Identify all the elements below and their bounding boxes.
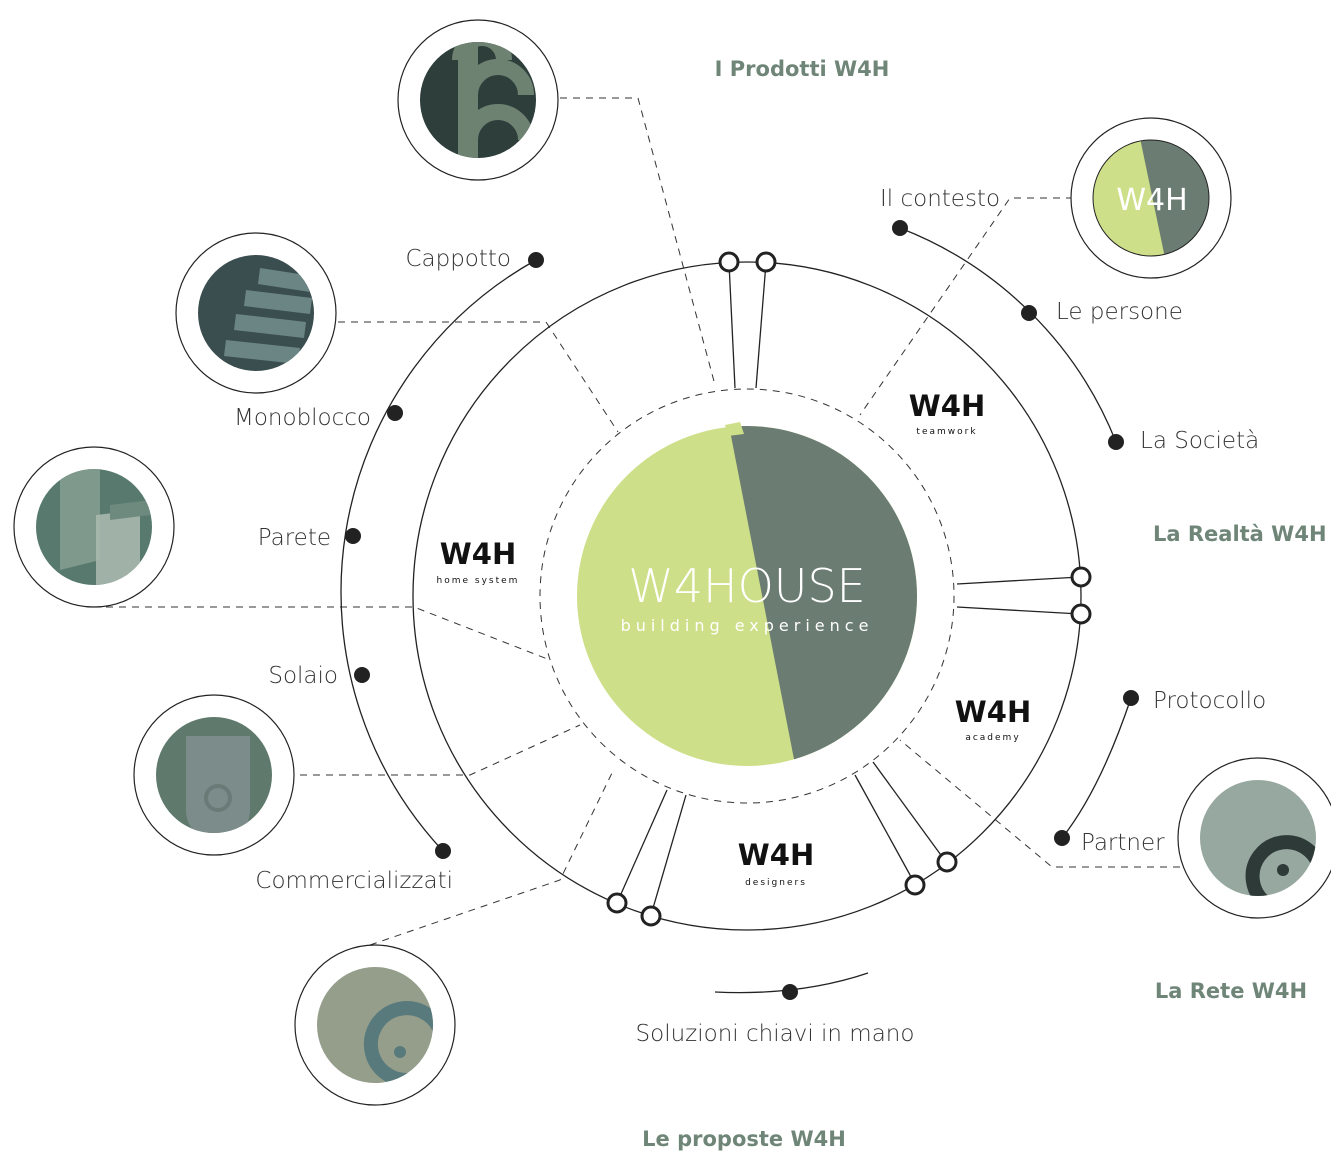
- section-title-rete[interactable]: La Rete W4H: [1155, 979, 1307, 1003]
- w4house-logo[interactable]: W4HOUSE building experience: [560, 405, 960, 790]
- thumb-prodotti[interactable]: [0, 0, 559, 181]
- arc-rete: [1061, 697, 1132, 839]
- brand-home-system[interactable]: W4H home system: [437, 537, 520, 586]
- endpoint-dot[interactable]: [936, 851, 958, 873]
- brand-mark: W4H: [909, 389, 985, 423]
- brand-designers[interactable]: W4H designers: [738, 838, 814, 888]
- label-solaio[interactable]: Solaio: [268, 663, 338, 689]
- spoke-endpoints: [606, 251, 1092, 927]
- thumb-rete[interactable]: [1177, 757, 1331, 919]
- logo-grey-half: [725, 426, 917, 766]
- section-title-proposte[interactable]: Le proposte W4H: [642, 1127, 846, 1151]
- endpoint-dot[interactable]: [606, 892, 628, 914]
- logo-green-tip: [725, 422, 744, 436]
- brand-teamwork[interactable]: W4H teamwork: [909, 389, 985, 437]
- label-partner[interactable]: Partner: [1081, 830, 1165, 856]
- spokes: [616, 262, 1081, 916]
- logo-main-text: W4HOUSE: [628, 559, 865, 613]
- endpoint-dot[interactable]: [1070, 566, 1092, 588]
- thumb-monoblocco[interactable]: [175, 232, 337, 394]
- endpoint-dot[interactable]: [718, 251, 740, 273]
- thumb-solaio[interactable]: [133, 694, 295, 856]
- label-societa[interactable]: La Società: [1140, 428, 1259, 454]
- main-ring: [412, 261, 1082, 931]
- brand-academy[interactable]: W4H academy: [955, 695, 1031, 743]
- brand-sub: designers: [745, 878, 807, 888]
- brand-sub: teamwork: [916, 427, 977, 437]
- dashed-connectors: [106, 97, 1180, 946]
- node-dots: [345, 220, 1139, 1000]
- section-title-realta[interactable]: La Realtà W4H: [1153, 522, 1327, 546]
- brand-sub: home system: [437, 576, 520, 586]
- section-title-prodotti[interactable]: I Prodotti W4H: [715, 57, 890, 81]
- endpoint-dot[interactable]: [1070, 603, 1092, 625]
- label-soluzioni[interactable]: Soluzioni chiavi in mano: [636, 1021, 915, 1047]
- thumb-proposte[interactable]: [294, 944, 456, 1106]
- endpoint-dot[interactable]: [904, 874, 926, 896]
- label-commercializzati[interactable]: Commercializzati: [255, 868, 453, 894]
- thumb-parete[interactable]: [13, 446, 175, 608]
- brand-sub: academy: [965, 733, 1020, 743]
- endpoint-dot[interactable]: [755, 251, 777, 273]
- thumb-realta[interactable]: W4H: [1070, 117, 1232, 279]
- brand-mark: W4H: [440, 537, 516, 571]
- label-persone[interactable]: Le persone: [1056, 299, 1183, 325]
- brand-mark: W4H: [738, 838, 814, 872]
- label-contesto[interactable]: Il contesto: [880, 186, 1000, 212]
- brand-mark: W4H: [955, 695, 1031, 729]
- endpoint-dot[interactable]: [640, 905, 662, 927]
- label-monoblocco[interactable]: Monoblocco: [234, 405, 371, 431]
- thumb-badge-text: W4H: [1116, 183, 1187, 218]
- label-cappotto[interactable]: Cappotto: [405, 246, 511, 272]
- label-parete[interactable]: Parete: [258, 525, 331, 551]
- label-protocollo[interactable]: Protocollo: [1153, 688, 1266, 714]
- logo-tagline: building experience: [621, 616, 874, 635]
